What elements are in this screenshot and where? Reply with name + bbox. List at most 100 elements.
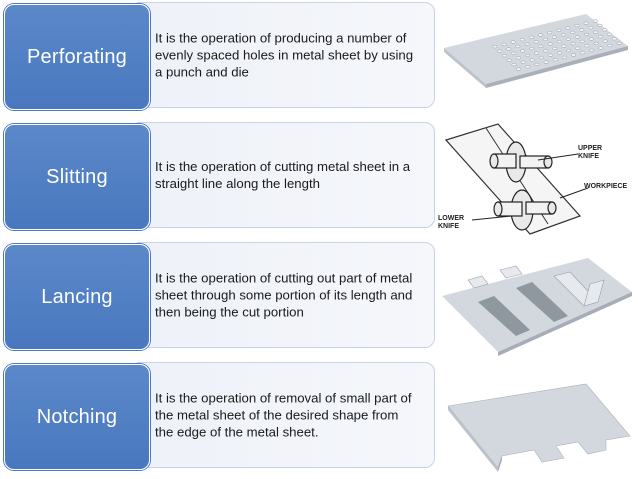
perforation-hole <box>519 38 525 42</box>
lower-knife <box>493 189 557 231</box>
perforation-hole <box>565 37 571 41</box>
perforation-hole <box>556 28 562 32</box>
perforation-hole <box>534 62 540 66</box>
title-notching: Notching <box>4 364 150 470</box>
sheet-top <box>447 383 631 469</box>
label-upper-knife: KNIFE <box>578 153 599 160</box>
perforation-hole <box>570 42 576 46</box>
description-text: • It is the operation of removal of smal… <box>143 390 417 441</box>
perforation-hole <box>607 32 612 36</box>
perforation-hole <box>511 51 517 55</box>
perforation-hole <box>580 51 586 55</box>
perforation-hole <box>528 35 534 39</box>
description-text: • It is the operation of cutting metal s… <box>143 158 417 192</box>
perforation-hole <box>516 67 522 71</box>
perforation-hole <box>616 41 622 45</box>
perforation-hole <box>561 44 567 48</box>
perforation-hole <box>583 21 589 25</box>
description-box: • It is the operation of removal of smal… <box>130 362 435 468</box>
row-perforating: • It is the operation of producing a num… <box>0 0 638 118</box>
perforation-hole <box>611 37 617 41</box>
perforation-hole <box>529 58 535 62</box>
sheet-side <box>444 48 486 88</box>
description-content: It is the operation of removal of small … <box>155 390 412 440</box>
perforation-hole <box>584 32 589 37</box>
perforation-hole <box>598 46 604 50</box>
description-content: It is the operation of cutting out part … <box>155 270 413 320</box>
perforation-hole <box>533 40 539 44</box>
perforation-hole <box>561 55 567 59</box>
perforation-hole <box>574 35 580 39</box>
perforation-hole <box>552 58 558 62</box>
perforation-hole <box>547 42 553 46</box>
perforation-hole <box>566 48 572 53</box>
description-text: • It is the operation of producing a num… <box>143 30 417 81</box>
perforation-hole <box>607 44 613 48</box>
lanced-sheet-image <box>442 258 632 356</box>
perforation-hole <box>511 63 517 67</box>
perforation-hole <box>534 51 540 55</box>
perforation-hole <box>538 33 543 37</box>
perforation-hole <box>510 40 516 44</box>
perforation-hole <box>497 49 503 53</box>
description-box: • It is the operation of cutting metal s… <box>130 122 435 228</box>
perforation-hole <box>515 44 521 49</box>
perforation-hole <box>525 65 531 69</box>
notched-sheet-image <box>447 383 631 472</box>
description-content: It is the operation of producing a numbe… <box>155 30 414 80</box>
perforation-hole <box>565 26 571 30</box>
perforation-hole <box>570 30 576 34</box>
label-workpiece: WORKPIECE <box>584 183 628 190</box>
perforation-hole <box>551 35 557 39</box>
title-lancing: Lancing <box>4 244 150 350</box>
perforation-hole <box>571 53 576 57</box>
perforation-hole <box>529 47 535 51</box>
perforation-hole <box>524 42 530 46</box>
perforation-hole <box>597 35 603 39</box>
perforation-hole <box>506 47 512 51</box>
perforation-hole <box>556 40 562 44</box>
perforation-hole <box>548 53 553 57</box>
perforation-hole <box>579 28 585 32</box>
slitting-diagram-image: UPPER KNIFE WORKPIECE LOWER KNIFE <box>438 123 628 235</box>
row-notching: • It is the operation of removal of smal… <box>0 360 638 478</box>
perforation-hole <box>602 39 608 43</box>
perforation-hole <box>597 23 603 27</box>
title-slitting: Slitting <box>4 124 150 230</box>
perforation-hole <box>575 46 581 50</box>
description-box: • It is the operation of cutting out par… <box>130 242 435 348</box>
perforation-hole <box>602 28 608 32</box>
perforation-hole <box>584 44 590 48</box>
row-lancing: • It is the operation of cutting out par… <box>0 240 638 358</box>
perforation-hole <box>552 46 558 50</box>
label-lower: LOWER <box>438 215 464 222</box>
perforation-hole <box>538 44 544 48</box>
label-lower-knife: KNIFE <box>438 223 459 230</box>
perforation-hole <box>502 54 507 58</box>
perforation-hole <box>588 37 594 41</box>
perforation-hole <box>588 26 594 30</box>
perforation-hole <box>501 42 507 46</box>
perforation-hole <box>506 58 512 62</box>
sheet-edge <box>486 46 628 88</box>
description-box: • It is the operation of producing a num… <box>130 2 435 108</box>
perforation-hole <box>561 33 566 37</box>
perforation-hole <box>593 30 599 34</box>
perforation-hole <box>542 37 548 42</box>
upper-knife <box>489 141 553 183</box>
perforation-hole <box>492 45 498 49</box>
perforation-hole <box>543 60 549 64</box>
perforation-hole <box>520 49 526 53</box>
description-text: • It is the operation of cutting out par… <box>143 270 417 321</box>
perforation-hole <box>589 48 595 52</box>
perforation-hole <box>543 49 549 53</box>
row-slitting: • It is the operation of cutting metal s… <box>0 120 638 238</box>
perforation-hole <box>520 60 526 64</box>
perforation-hole <box>579 39 585 43</box>
description-content: It is the operation of cutting metal she… <box>155 159 411 191</box>
perforation-hole <box>525 53 530 58</box>
perforation-hole <box>592 19 598 23</box>
perforation-hole <box>547 31 553 35</box>
label-upper: UPPER <box>578 145 602 152</box>
perforated-sheet-image <box>444 14 628 88</box>
